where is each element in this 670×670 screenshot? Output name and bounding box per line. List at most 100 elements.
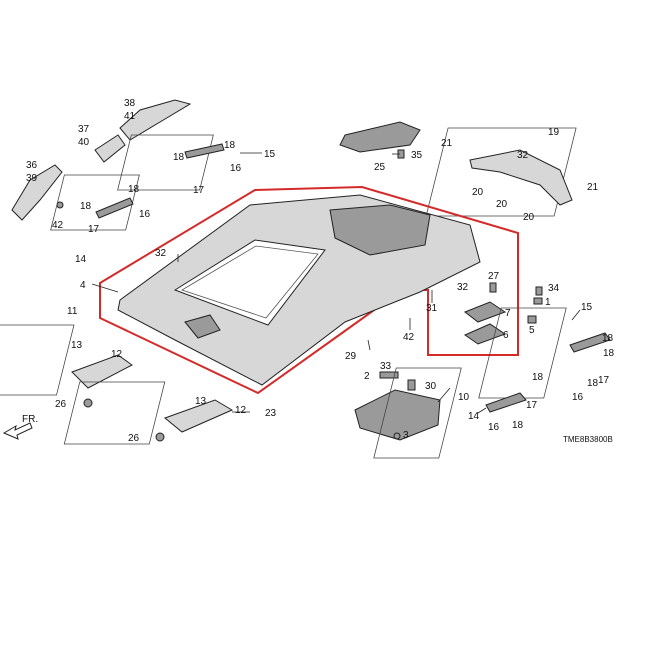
callout-3: 3	[403, 430, 409, 441]
callout-18a: 18	[173, 152, 185, 163]
clip-1	[533, 297, 543, 305]
sunroof-frame-inner	[181, 245, 319, 319]
roof-rail-box	[425, 127, 577, 217]
callout-18f: 18	[603, 348, 615, 359]
callout-39: 39	[26, 173, 38, 184]
clip-42-upper	[56, 201, 64, 209]
pillar-garnish-lower	[11, 164, 63, 221]
callout-35: 35	[411, 150, 423, 161]
callout-13a: 13	[71, 340, 83, 351]
clip-34	[535, 286, 543, 296]
grab-rail-rear-box	[478, 307, 567, 399]
callout-18i: 18	[512, 420, 524, 431]
diagram-code: TME8B3800B	[563, 435, 613, 444]
callout-32c: 32	[457, 282, 469, 293]
console-light-base-6	[463, 323, 507, 345]
callout-29: 29	[345, 351, 357, 362]
grab-rail-mid	[485, 392, 527, 413]
callout-18c: 18	[80, 201, 92, 212]
grab-rail-top	[184, 143, 225, 159]
grab-rail-left	[95, 197, 134, 219]
grab-rail-top-box	[117, 134, 214, 191]
grab-rail-top-group	[50, 134, 225, 231]
callout-27: 27	[488, 271, 500, 282]
callout-34: 34	[548, 283, 560, 294]
clip-5	[527, 315, 537, 324]
pillar-garnish-mid	[94, 134, 126, 163]
front-direction-label: FR.	[22, 414, 38, 425]
console-light-cover-7	[463, 301, 507, 323]
callout-23: 23	[265, 408, 277, 419]
sun-visor-group	[0, 324, 234, 445]
headliner-front-detail	[184, 314, 221, 339]
callout-40: 40	[78, 137, 90, 148]
clip-26-left	[83, 398, 93, 408]
callout-1: 1	[545, 297, 551, 308]
callout-19: 19	[548, 127, 560, 138]
callout-17c: 17	[598, 375, 610, 386]
callout-12a: 12	[111, 349, 123, 360]
callout-18d: 18	[128, 184, 140, 195]
callout-14b: 14	[468, 411, 480, 422]
callout-16a: 16	[230, 163, 242, 174]
callout-20a: 20	[472, 187, 484, 198]
callout-31: 31	[426, 303, 438, 314]
clip-30	[407, 379, 416, 391]
screw-3	[393, 432, 401, 440]
sun-visor-left-box	[0, 324, 75, 396]
callout-6: 6	[503, 330, 509, 341]
map-lamp-group	[354, 371, 441, 441]
map-light-housing-group	[339, 121, 421, 159]
headliner-group	[99, 185, 519, 395]
callout-21a: 21	[441, 138, 453, 149]
callout-32b: 32	[155, 248, 167, 259]
callout-16b: 16	[139, 209, 151, 220]
sun-visor-left	[71, 354, 133, 389]
callout-7: 7	[505, 308, 511, 319]
callout-18h: 18	[532, 372, 544, 383]
callout-36: 36	[26, 160, 38, 171]
sun-visor-right	[164, 399, 234, 433]
headliner-outline-highlight	[99, 185, 519, 395]
callout-11: 11	[67, 306, 78, 317]
bracket-2	[379, 371, 399, 379]
callout-42a: 42	[52, 220, 64, 231]
clip-26-right	[155, 432, 165, 442]
callout-15b: 15	[581, 302, 593, 313]
callout-37: 37	[78, 124, 90, 135]
callout-18g: 18	[587, 378, 599, 389]
pillar-garnish-group	[11, 99, 192, 221]
clip-27	[489, 282, 497, 293]
leader-lines	[91, 152, 581, 414]
grab-rail-rear	[569, 332, 611, 353]
callout-4: 4	[80, 280, 86, 291]
callout-21b: 21	[587, 182, 599, 193]
sun-visor-right-box	[63, 381, 166, 445]
callout-18e: 18	[602, 333, 614, 344]
callout-15a: 15	[264, 149, 276, 160]
front-arrow-icon	[2, 422, 33, 440]
grab-rail-right-group	[373, 307, 611, 459]
callout-41: 41	[124, 111, 136, 122]
callout-2: 2	[364, 371, 370, 382]
callout-42b: 42	[403, 332, 415, 343]
roof-rail-group	[425, 127, 577, 217]
map-lamp	[354, 389, 441, 441]
callout-5: 5	[529, 325, 535, 336]
headliner-rear-detail	[329, 204, 431, 256]
callout-17a: 17	[193, 185, 205, 196]
roof-rail	[469, 149, 573, 206]
callout-18b: 18	[224, 140, 236, 151]
callout-13b: 13	[195, 396, 207, 407]
callout-16c: 16	[572, 392, 584, 403]
callout-10: 10	[458, 392, 470, 403]
callout-17d: 17	[526, 400, 538, 411]
callout-17b: 17	[88, 224, 100, 235]
callout-26b: 26	[128, 433, 140, 444]
callout-12b: 12	[235, 405, 247, 416]
callout-32a: 32	[517, 150, 529, 161]
sunroof-opening	[173, 239, 326, 326]
callout-20c: 20	[523, 212, 535, 223]
callout-25: 25	[374, 162, 386, 173]
